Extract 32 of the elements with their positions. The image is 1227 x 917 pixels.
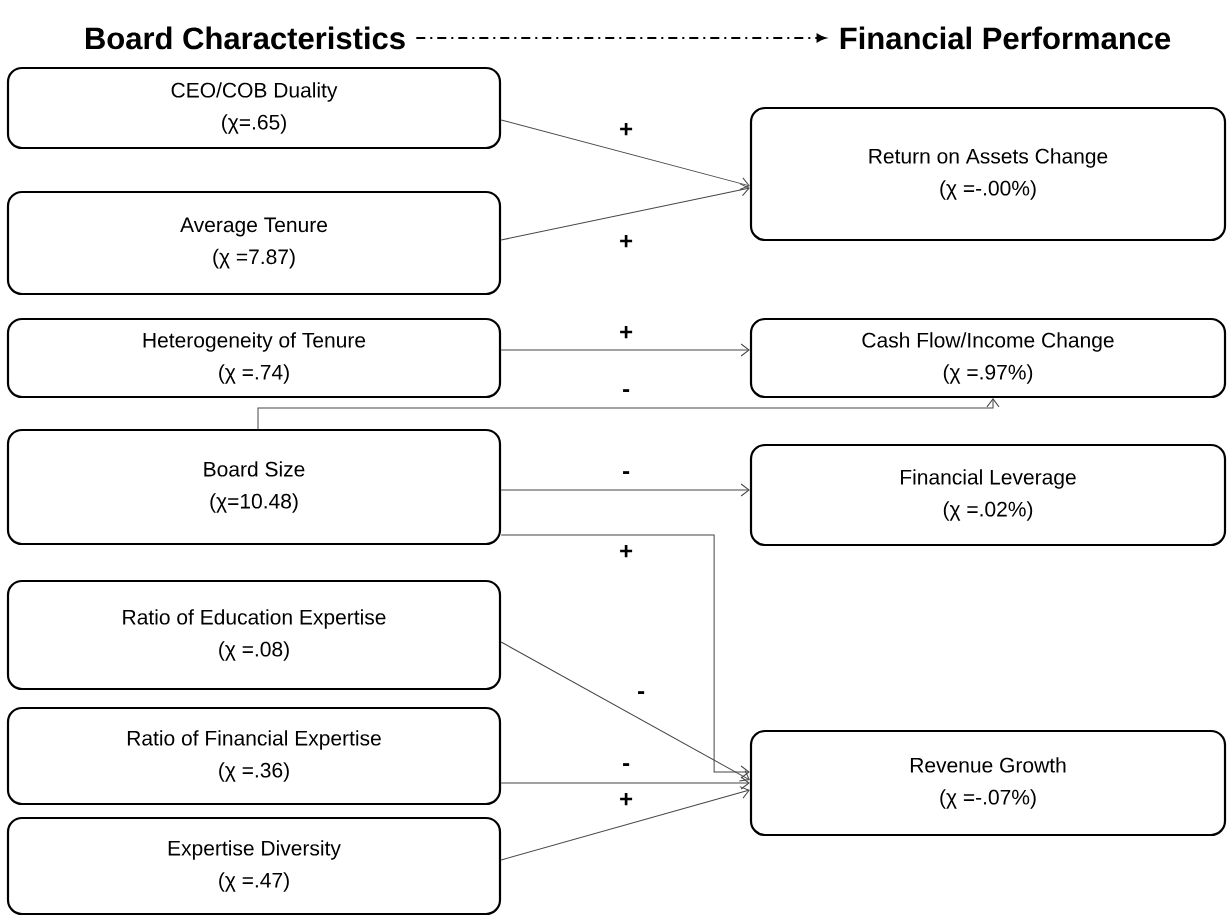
arrow [500, 534, 750, 779]
variable-box: Cash Flow/Income Change (χ =.97%) [749, 317, 1227, 399]
arrow [500, 483, 750, 497]
edge-label: + [618, 324, 635, 341]
heading: Financial Performance [840, 26, 1171, 50]
arrow [416, 33, 826, 43]
variable-box: Board Size (χ=10.48) [6, 428, 502, 546]
arrow [500, 119, 750, 190]
arrow [500, 776, 750, 790]
edge-label: + [618, 543, 635, 560]
edge-label: - [621, 388, 632, 398]
edge-label: + [618, 791, 635, 808]
edge-label: + [618, 121, 635, 138]
variable-box: Ratio of Education Expertise (χ =.08) [6, 579, 502, 691]
variable-box: Financial Leverage (χ =.02%) [749, 443, 1227, 547]
arrow [500, 786, 750, 861]
arrow [500, 641, 750, 782]
edge-label: - [621, 470, 632, 480]
edge-label: - [621, 762, 632, 772]
arrow [257, 398, 1000, 430]
heading: Board Characteristics [86, 26, 405, 50]
variable-box: Average Tenure (χ =7.87) [6, 190, 502, 296]
arrow [500, 343, 750, 357]
edge-label: + [618, 233, 635, 250]
edge-label: - [636, 690, 647, 700]
variable-box: Heterogeneity of Tenure (χ =.74) [6, 317, 502, 399]
arrow [500, 183, 750, 241]
variable-box: Expertise Diversity (χ =.47) [6, 816, 502, 916]
variable-box: Revenue Growth (χ =-.07%) [749, 729, 1227, 837]
variable-box: CEO/COB Duality (χ=.65) [6, 66, 502, 150]
variable-box: Ratio of Financial Expertise (χ =.36) [6, 706, 502, 806]
variable-box: Return on Assets Change (χ =-.00%) [749, 106, 1227, 242]
